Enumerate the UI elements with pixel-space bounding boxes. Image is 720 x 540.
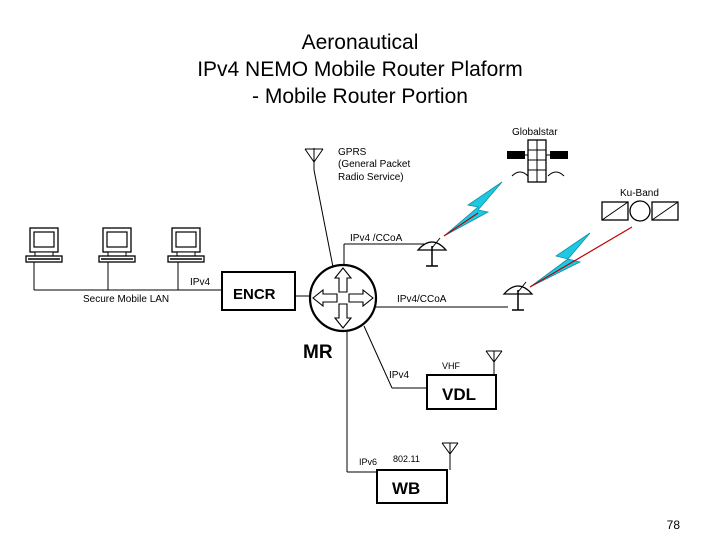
- satellite-dish-upper-icon: [417, 237, 447, 267]
- computer-icon-1: [25, 227, 63, 263]
- secure-lan-label: Secure Mobile LAN: [83, 294, 169, 305]
- wireless-link-upper-icon: [443, 181, 503, 237]
- globalstar-satellite-icon: [507, 139, 568, 183]
- ipv6-label: IPv6: [359, 457, 377, 467]
- title-line-1: Aeronautical: [301, 31, 419, 54]
- vhf-label: VHF: [442, 361, 461, 371]
- encr-box: [221, 271, 296, 311]
- gprs-desc-1: (General Packet: [338, 159, 410, 170]
- wb-box: [376, 469, 448, 504]
- wireless-link-lower-icon: [529, 226, 633, 288]
- page-number: 78: [666, 518, 680, 532]
- ipv4-ccoa-lower-label: IPv4/CCoA: [397, 294, 447, 305]
- ku-band-label: Ku-Band: [620, 188, 659, 199]
- gprs-desc-2: Radio Service): [338, 172, 404, 183]
- satellite-dish-lower-icon: [503, 281, 533, 311]
- title-line-3: - Mobile Router Portion: [252, 85, 468, 108]
- vdl-label: VDL: [442, 385, 476, 404]
- gprs-label: GPRS: [338, 147, 367, 158]
- ku-band-antenna-icon: [601, 200, 679, 222]
- ipv4-ccoa-upper-label: IPv4 /CCoA: [350, 233, 403, 244]
- gprs-antenna-icon: [304, 148, 324, 170]
- encr-label: ENCR: [233, 286, 276, 303]
- title-line-2: IPv4 NEMO Mobile Router Plaform: [197, 58, 523, 81]
- wifi-antenna-icon: [441, 442, 459, 470]
- ipv4-vdl-label: IPv4: [389, 370, 409, 381]
- globalstar-label: Globalstar: [512, 127, 558, 138]
- ipv4-lan-label: IPv4: [190, 277, 210, 288]
- wb-label: WB: [392, 479, 420, 498]
- mobile-router-icon: [308, 263, 378, 333]
- vdl-box: [426, 374, 497, 410]
- computer-icon-3: [167, 227, 205, 263]
- mr-label: MR: [303, 342, 333, 363]
- vhf-antenna-icon: [485, 350, 503, 375]
- wifi-label: 802.11: [393, 454, 420, 464]
- computer-icon-2: [98, 227, 136, 263]
